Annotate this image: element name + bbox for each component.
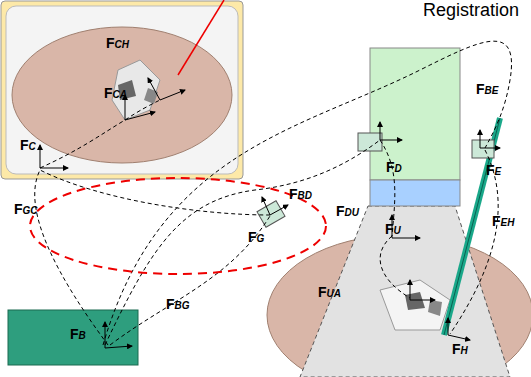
diagram-title: Registration	[423, 0, 519, 21]
frame-label: FBD	[289, 187, 312, 203]
frame-label: FCA	[104, 86, 127, 102]
frame-label: FGC	[14, 202, 38, 218]
frame-label: FDU	[336, 204, 359, 220]
frame-label: FU	[385, 222, 401, 238]
frame-label: FD	[386, 160, 402, 176]
frame-label: FUA	[318, 285, 341, 301]
frame-label: FE	[486, 163, 501, 179]
frame-label: FB	[70, 327, 86, 343]
frame-label: FC	[20, 138, 36, 154]
frame-label: FCH	[106, 36, 129, 52]
frame-label: FG	[248, 230, 264, 246]
frame-label: FEH	[492, 214, 514, 230]
frame-label: FH	[452, 342, 468, 358]
frame-label: FBE	[476, 82, 498, 98]
frame-label: FBG	[166, 297, 190, 313]
